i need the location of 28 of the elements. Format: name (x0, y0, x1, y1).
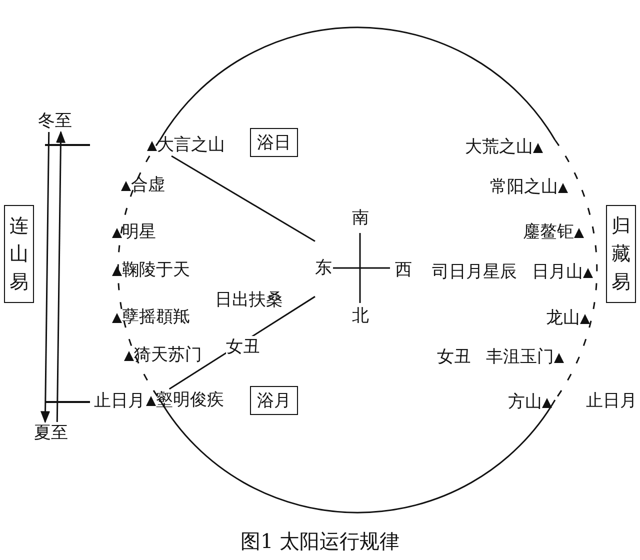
compass-direction: 东 (315, 257, 332, 279)
mountain-name: 方山 (508, 392, 542, 412)
mountain-name: 壑明俊疾 (156, 390, 224, 410)
mountain-name: 日月山 (532, 262, 583, 282)
arrow (40, 132, 50, 424)
compass-direction: 北 (352, 305, 369, 327)
connector-line (171, 155, 316, 242)
mountain-name: 常阳之山 (490, 177, 558, 197)
compass-direction: 西 (395, 259, 412, 281)
mountain-name: 丰沮玉门 (486, 347, 554, 367)
mountain-name: 大言之山 (157, 135, 225, 155)
book-title-box: 归藏易 (606, 205, 636, 303)
mountain-name: 鞠陵于天 (122, 260, 190, 280)
mountain-name: 鏖鳌钜 (523, 222, 574, 242)
book-title-box: 连山易 (4, 205, 34, 303)
bath-label-box: 浴月 (250, 386, 298, 415)
mountain-name: 明星 (122, 222, 156, 242)
mountain-name: 猗天苏门 (134, 345, 202, 365)
solstice-label: 冬至 (38, 110, 72, 132)
mountain-name: 孽摇頵羝 (122, 307, 190, 327)
compass-direction: 南 (352, 207, 369, 229)
figure-caption: 图1 太阳运行规律 (239, 530, 401, 552)
arrow (56, 130, 66, 422)
mountain-name: 大荒之山 (465, 137, 533, 157)
bath-label-box: 浴日 (250, 128, 298, 157)
solstice-label: 夏至 (34, 422, 68, 444)
mountain-name: 龙山 (546, 308, 580, 328)
mountain-name: 合虚 (131, 175, 165, 195)
